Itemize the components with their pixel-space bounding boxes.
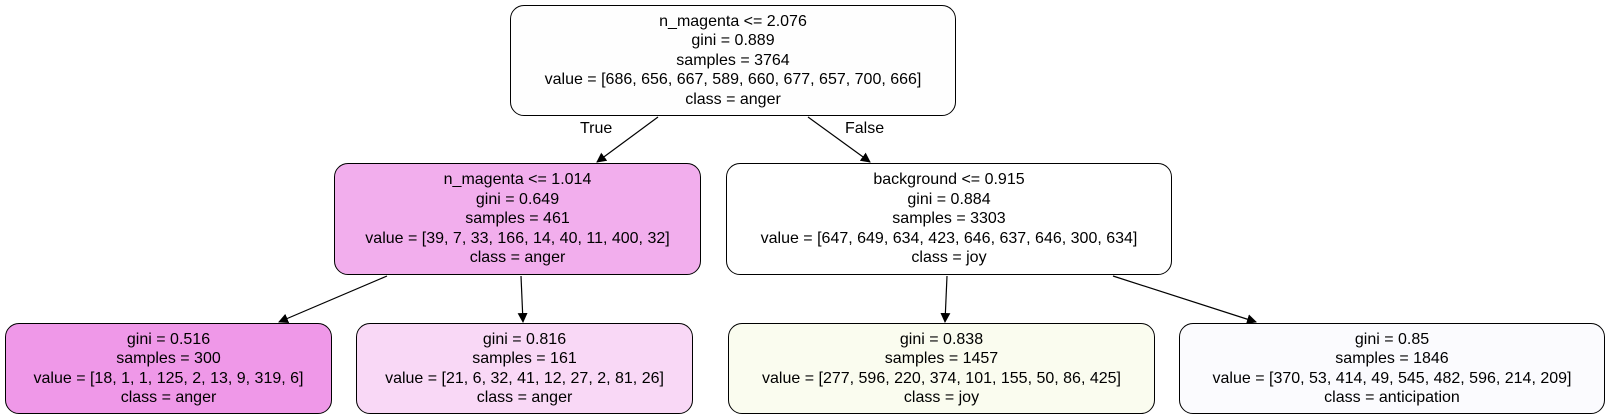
node-left: n_magenta <= 1.014 gini = 0.649 samples …	[334, 163, 701, 275]
node-class: class = anger	[685, 90, 781, 108]
node-samples: samples = 300	[116, 350, 221, 367]
node-value: value = [370, 53, 414, 49, 545, 482, 596…	[1212, 369, 1572, 387]
node-class: class = anger	[476, 389, 573, 406]
node-split: n_magenta <= 2.076	[659, 12, 807, 30]
node-samples: samples = 1846	[1335, 350, 1449, 367]
edge-label-false: False	[845, 120, 885, 137]
node-samples: samples = 1457	[884, 350, 999, 367]
node-right: background <= 0.915 gini = 0.884 samples…	[726, 163, 1172, 275]
node-gini: gini = 0.838	[899, 330, 984, 348]
node-split: background <= 0.915	[873, 171, 1025, 189]
node-split: n_magenta <= 1.014	[443, 171, 592, 189]
node-gini: gini = 0.816	[482, 330, 567, 348]
edge-label-true: True	[580, 120, 613, 137]
node-right-left: gini = 0.838 samples = 1457 value = [277…	[728, 323, 1155, 414]
node-gini: gini = 0.889	[691, 32, 775, 50]
node-value: value = [18, 1, 1, 125, 2, 13, 9, 319, 6…	[33, 369, 304, 387]
edge-root-right	[807, 116, 871, 163]
node-value: value = [39, 7, 33, 166, 14, 40, 11, 400…	[365, 229, 670, 247]
edge-right-rightleft	[940, 275, 951, 323]
edge-root-left	[596, 116, 659, 163]
edge-left-leftleft	[278, 275, 388, 324]
node-class: class = anger	[120, 389, 217, 406]
edge-left-leftright	[517, 275, 528, 323]
node-samples: samples = 161	[472, 350, 577, 367]
node-left-left: gini = 0.516 samples = 300 value = [18, …	[5, 323, 332, 414]
node-right-right: gini = 0.85 samples = 1846 value = [370,…	[1179, 323, 1605, 414]
node-samples: samples = 3764	[676, 51, 790, 69]
node-root: n_magenta <= 2.076 gini = 0.889 samples …	[510, 5, 956, 116]
node-gini: gini = 0.884	[907, 190, 991, 208]
node-value: value = [21, 6, 32, 41, 12, 27, 2, 81, 2…	[385, 369, 664, 387]
node-gini: gini = 0.649	[475, 190, 560, 208]
node-value: value = [686, 656, 667, 589, 660, 677, 6…	[544, 71, 922, 89]
node-gini: gini = 0.85	[1354, 330, 1430, 348]
node-value: value = [647, 649, 634, 423, 646, 637, 6…	[760, 229, 1138, 247]
node-gini: gini = 0.516	[126, 330, 211, 348]
node-value: value = [277, 596, 220, 374, 101, 155, 5…	[762, 369, 1121, 387]
edge-right-rightright	[1112, 275, 1257, 325]
node-class: class = joy	[911, 249, 987, 267]
node-class: class = anger	[469, 249, 566, 267]
node-class: class = anticipation	[1324, 389, 1460, 406]
node-samples: samples = 461	[465, 210, 570, 228]
node-class: class = joy	[903, 389, 980, 406]
node-left-right: gini = 0.816 samples = 161 value = [21, …	[356, 323, 693, 414]
node-samples: samples = 3303	[892, 210, 1006, 228]
